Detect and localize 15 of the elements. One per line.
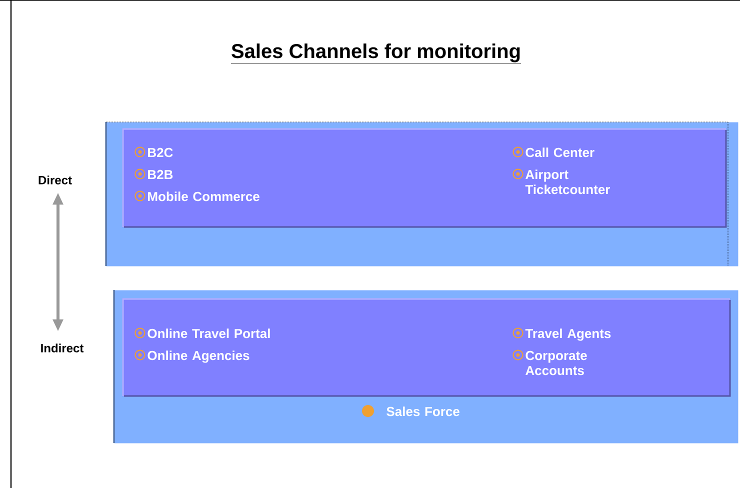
level-label: Direct xyxy=(38,176,72,184)
bullet-item: Online Travel Portal xyxy=(134,328,270,338)
channel-box xyxy=(122,298,731,397)
bullet-item: Call Center xyxy=(512,146,594,158)
level-label: Indirect xyxy=(41,344,84,352)
bullet-item: B2C xyxy=(134,146,173,158)
bullet-item: Airport Ticketcounter xyxy=(512,168,610,194)
bullet-item: Mobile Commerce xyxy=(134,190,260,202)
bullet-item: Corporate Accounts xyxy=(512,350,587,376)
bullet-item: Travel Agents xyxy=(512,328,611,341)
title: Sales Channels for monitoring xyxy=(230,44,522,64)
bullet-item: B2B xyxy=(134,168,173,180)
bullet-item: Sales Force xyxy=(362,405,460,417)
channel-box xyxy=(122,128,727,228)
bullet-item: Online Agencies xyxy=(134,350,250,363)
